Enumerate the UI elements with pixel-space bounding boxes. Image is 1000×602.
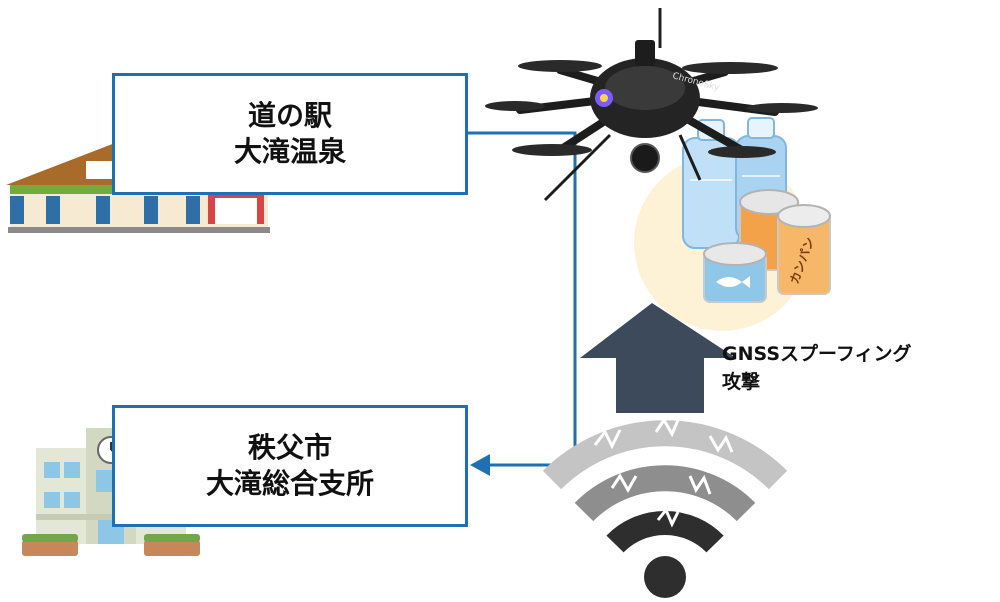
canned-food-icon: カンパン [703,189,831,303]
signal-arc-inner [606,511,724,553]
route-arrowhead [470,454,490,476]
michinoeki-label-box: 道の駅 大滝温泉 [112,73,468,195]
attack-label-line2: 攻撃 [722,371,761,393]
fish-icon [716,276,750,288]
route-line-to-michinoeki [468,131,577,430]
drone-icon: ChronoSky [485,8,818,202]
attack-label-line1: GNSSスプーフィング [722,343,912,365]
shisho-label-line2: 大滝総合支所 [205,467,374,500]
up-arrow-icon [580,303,736,413]
drone-camera [630,143,660,173]
signal-dot [644,556,686,598]
attack-label: GNSSスプーフィング 攻撃 [722,340,912,396]
wifi-signal-icon [542,417,788,598]
michinoeki-label-line2: 大滝温泉 [233,135,346,168]
route-lines [468,131,577,467]
michinoeki-label-line1: 道の駅 [247,99,332,132]
signal-arc-middle [574,465,756,522]
shisho-label-line1: 秩父市 [247,431,332,464]
signal-arc-outer [542,420,788,490]
shisho-label-box: 秩父市 大滝総合支所 [112,405,468,527]
